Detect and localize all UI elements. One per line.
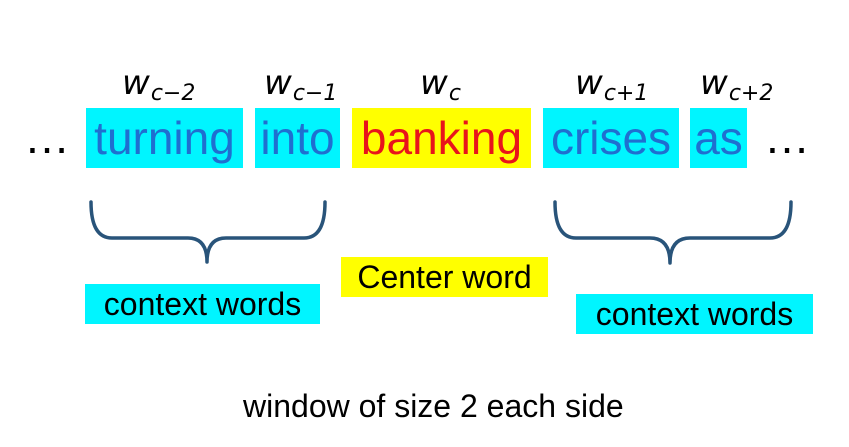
label-base: w bbox=[122, 63, 150, 103]
label-base: w bbox=[420, 63, 448, 103]
label-w-c-minus-2: wc−2 bbox=[122, 63, 195, 105]
label-base: w bbox=[264, 63, 292, 103]
label-base: w bbox=[700, 63, 728, 103]
center-word-label: Center word bbox=[341, 257, 548, 297]
leading-ellipsis: … bbox=[24, 111, 70, 163]
label-w-c-minus-1: wc−1 bbox=[264, 63, 337, 105]
context-word: turning bbox=[86, 108, 243, 168]
right-context-label: context words bbox=[576, 294, 813, 334]
label-subscript: c−2 bbox=[150, 81, 196, 106]
label-w-c-plus-1: wc+1 bbox=[575, 63, 648, 105]
left-context-label: context words bbox=[85, 284, 320, 324]
context-word: crises bbox=[543, 108, 679, 168]
label-w-c: wc bbox=[420, 63, 461, 105]
label-subscript: c−1 bbox=[292, 81, 338, 106]
label-w-c-plus-2: wc+2 bbox=[700, 63, 773, 105]
trailing-ellipsis: … bbox=[764, 111, 810, 163]
window-size-caption: window of size 2 each side bbox=[243, 388, 624, 424]
label-subscript: c bbox=[448, 81, 461, 106]
label-base: w bbox=[575, 63, 603, 103]
context-word: as bbox=[690, 108, 747, 168]
label-subscript: c+1 bbox=[603, 81, 649, 106]
label-subscript: c+2 bbox=[728, 81, 774, 106]
center-word: banking bbox=[352, 108, 531, 168]
context-word: into bbox=[255, 108, 340, 168]
